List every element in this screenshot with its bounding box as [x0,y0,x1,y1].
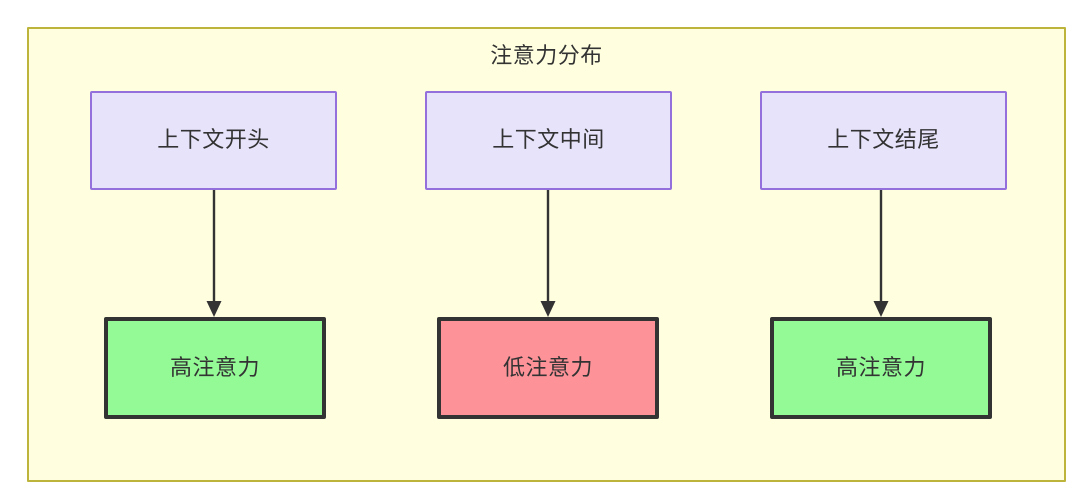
edge-context-start-to-high-attention [206,190,222,317]
arrowhead-icon [206,301,222,317]
node-label: 高注意力 [169,354,260,380]
node-label: 上下文结尾 [827,127,940,153]
node-high-attention-start[interactable]: 高注意力 [104,317,326,419]
diagram-title: 注意力分布 [490,43,603,68]
node-label: 上下文开头 [157,127,270,153]
node-context-middle[interactable]: 上下文中间 [425,91,672,190]
arrowhead-icon [873,301,889,317]
edge-context-middle-to-low-attention [540,190,556,317]
edge-context-end-to-high-attention [873,190,889,317]
node-label: 高注意力 [835,354,926,380]
node-high-attention-end[interactable]: 高注意力 [770,317,992,419]
node-context-start[interactable]: 上下文开头 [90,91,337,190]
node-label: 上下文中间 [492,127,605,153]
node-context-end[interactable]: 上下文结尾 [760,91,1007,190]
node-low-attention-middle[interactable]: 低注意力 [437,317,659,419]
arrowhead-icon [540,301,556,317]
node-label: 低注意力 [502,354,593,380]
